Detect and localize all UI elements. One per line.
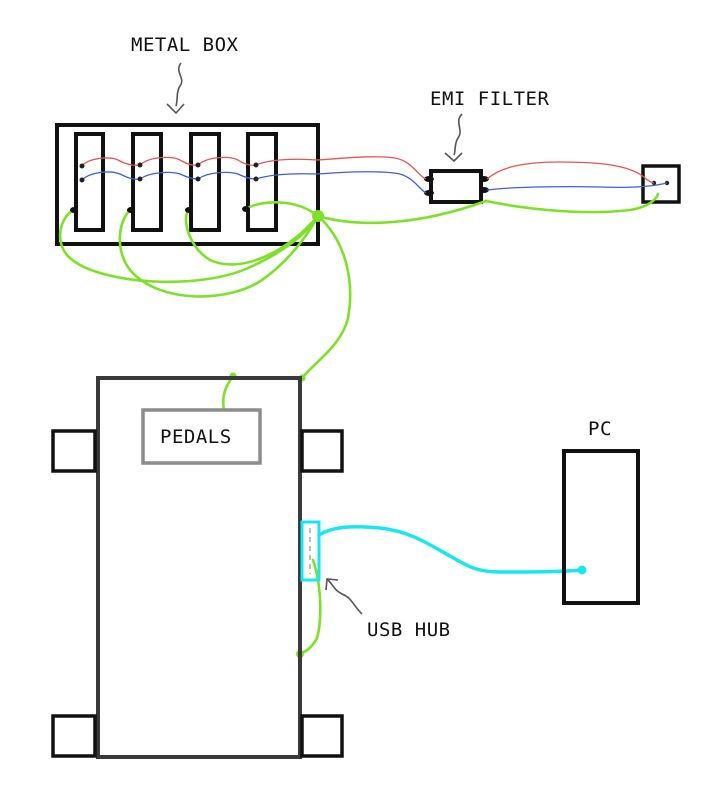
metal-box [55,123,320,246]
live-wire-filter-to-inlet [486,161,655,184]
neutral-wire-filter-to-inlet [486,182,668,191]
emi-filter-label: EMI FILTER [430,88,550,110]
arrow-emi-filter [444,113,463,163]
usb-hub [300,520,321,582]
usb-hub-label: USB HUB [367,619,451,641]
module-1 [74,132,105,232]
power-inlet [641,164,681,204]
ground-terminals [70,206,250,213]
frame-foot-top-left [51,429,97,473]
emi-filter [429,169,483,204]
usb-cable [317,524,584,574]
module-2 [131,132,163,232]
frame-foot-bottom-left [51,714,97,758]
frame-foot-bottom-right [300,714,344,758]
usb-cable-end [577,565,587,575]
module-4 [246,132,278,232]
neutral-wire-box-to-filter [317,171,427,194]
terminal-dots [79,162,259,183]
pedals-box [141,408,262,465]
pc-box [562,449,640,605]
ground-dots [229,210,324,658]
pedals-label: PEDALS [160,426,232,448]
ground-wires [58,192,660,656]
arrow-usb-hub [325,578,363,615]
pc-label: PC [588,418,612,440]
rig-frame [96,376,302,759]
emi-filter-pins [424,176,489,196]
frame-foot-top-right [300,429,344,473]
module-3 [189,132,221,232]
arrow-metal-box [166,62,185,115]
live-wire-box-to-filter [317,156,427,180]
metal-box-label: METAL BOX [131,34,239,56]
